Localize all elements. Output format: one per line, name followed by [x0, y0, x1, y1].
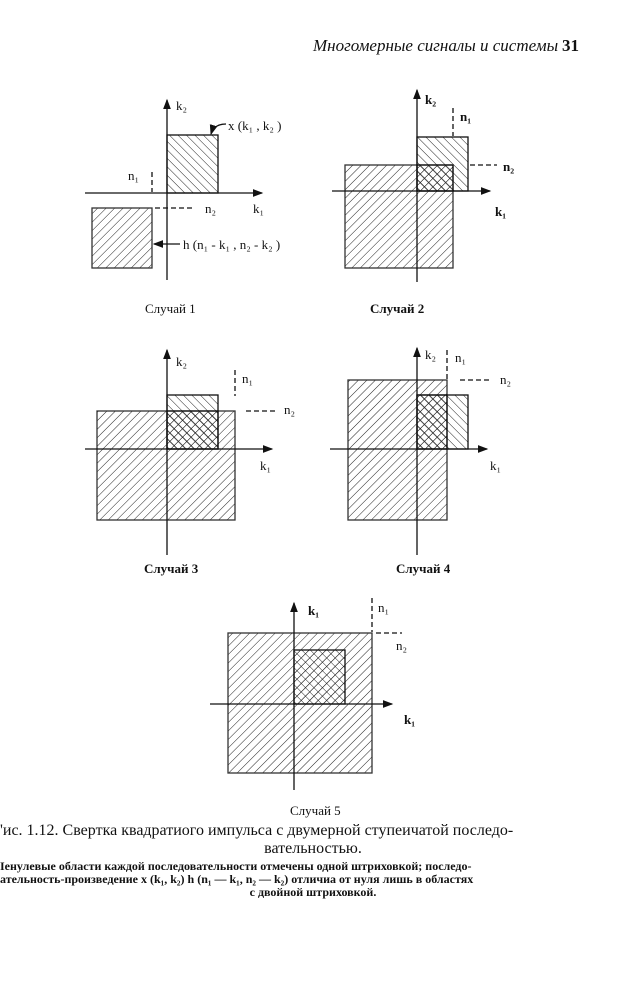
k1-label: k₁	[253, 201, 264, 216]
case-2-diagram	[332, 88, 497, 282]
k1-label: k₁	[260, 458, 271, 473]
figure-note-line3: с двойной штриховкой.	[249, 885, 377, 899]
k2-label: k₂	[425, 92, 436, 107]
n2-label: n₂	[284, 402, 295, 417]
k2-label: k₂	[425, 347, 436, 362]
figure-note-line2: ательность-произведение x (k₁, k₂) h (n₁…	[0, 872, 474, 886]
figure-title-line1: 'ис. 1.12. Свертка квадратиого импульса …	[0, 822, 514, 839]
case-4-diagram	[330, 346, 492, 555]
overlap-region	[416, 394, 448, 450]
case-3-diagram	[85, 348, 278, 555]
n1-label: n₁	[128, 168, 139, 183]
n2-label: n₂	[503, 159, 514, 174]
n2-label: n₂	[500, 372, 511, 387]
n1-label: n₁	[242, 371, 253, 386]
overlap-region	[416, 164, 454, 192]
n2-label: n₂	[396, 638, 407, 653]
n1-label: n₁	[455, 350, 466, 365]
n1-label: n₁	[378, 600, 389, 615]
overlap-region	[166, 410, 219, 450]
x-label: x (k₁ , k₂ )	[228, 118, 281, 133]
figure-note-line1: Іенулевые области каждой последовательно…	[0, 859, 472, 873]
k2-label: k₂	[176, 354, 187, 369]
x-region	[166, 134, 219, 194]
overlap-region	[293, 649, 346, 705]
case-2-caption: Случай 2	[370, 301, 424, 316]
k1-label: k₁	[490, 458, 501, 473]
x-label-arrow	[209, 123, 227, 136]
page-number: 31	[562, 36, 579, 55]
k1-label: k₁	[404, 712, 415, 727]
n1-label: n₁	[460, 109, 471, 124]
case-4-caption: Случай 4	[396, 561, 451, 576]
case-1-caption: Случай 1	[145, 301, 196, 316]
case-3-caption: Случай 3	[144, 561, 199, 576]
k2-label: k₂	[176, 98, 187, 113]
case-1-diagram	[85, 98, 264, 280]
running-title: Многомерные сигналы и системы	[313, 36, 559, 55]
case-5-caption: Случай 5	[290, 803, 341, 818]
h-region	[91, 207, 153, 269]
n2-label: n₂	[205, 201, 216, 216]
case-5-diagram	[210, 598, 402, 790]
k1-label: k₁	[495, 204, 506, 219]
figure-title-line2: вательностью.	[264, 840, 362, 857]
k2-label: k₁	[308, 603, 319, 618]
h-label: h (n₁ - k₁ , n₂ - k₂ )	[183, 237, 280, 252]
